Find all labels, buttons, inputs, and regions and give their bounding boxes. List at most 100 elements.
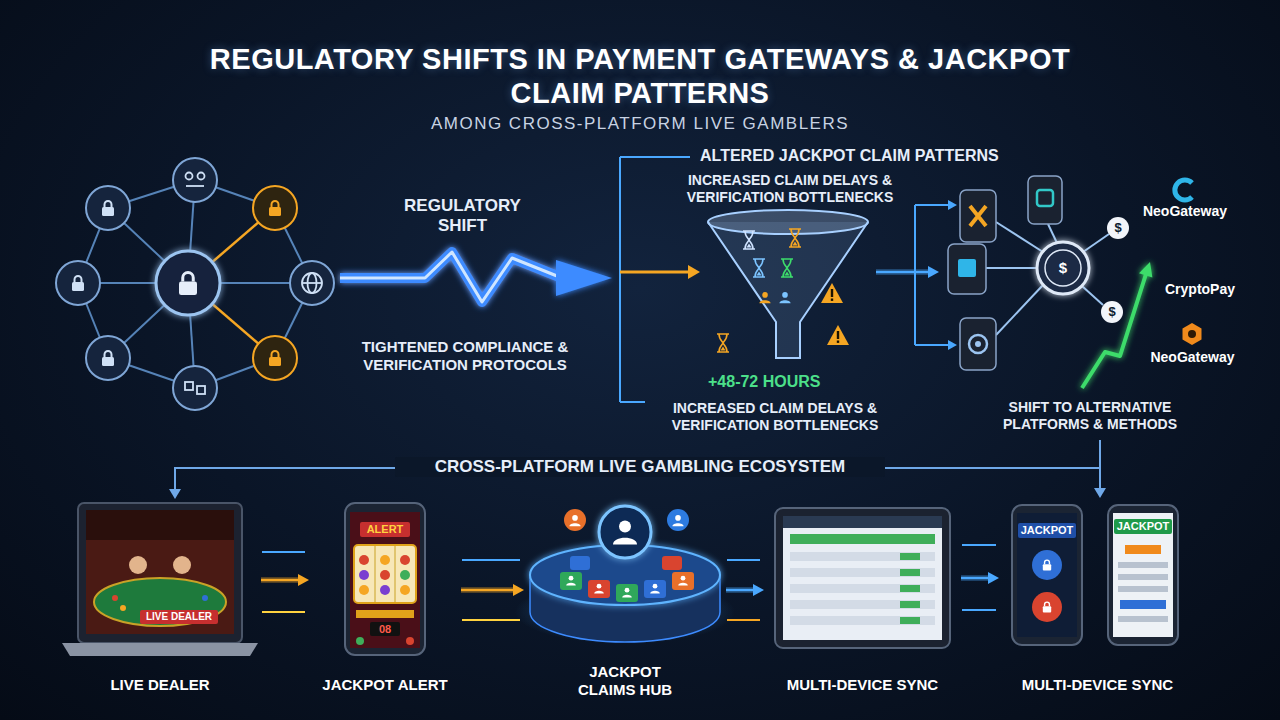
device-caption: MULTI-DEVICE SYNC bbox=[765, 676, 960, 694]
claims-hub-platform bbox=[672, 515, 683, 526]
claims-hub-platform bbox=[616, 584, 638, 602]
claims-hub-platform bbox=[570, 556, 590, 570]
lock-network bbox=[197, 386, 205, 394]
currency-symbol: $ bbox=[1055, 259, 1071, 277]
sync-phones bbox=[1012, 505, 1082, 645]
gateway-node: NeoGateway bbox=[1135, 172, 1235, 222]
gateway-phones bbox=[948, 244, 986, 294]
funnel bbox=[781, 259, 793, 277]
connector-arrow bbox=[961, 572, 999, 584]
funnel bbox=[717, 334, 729, 352]
gateway-phones bbox=[1083, 234, 1109, 252]
sync-phones bbox=[1120, 600, 1166, 609]
connector-glow bbox=[726, 587, 756, 593]
gateway-phones bbox=[1188, 330, 1196, 338]
gateway-node: CryptoPay bbox=[1160, 260, 1240, 300]
lock-network bbox=[56, 261, 100, 305]
claims-hub-platform bbox=[564, 509, 586, 531]
sync-phones bbox=[1125, 545, 1161, 554]
funnel bbox=[753, 259, 765, 277]
gateway-phones bbox=[996, 285, 1043, 335]
screen-badge: LIVE DEALER bbox=[140, 610, 218, 624]
claims-hub-platform bbox=[672, 572, 694, 590]
connector-line bbox=[961, 577, 991, 580]
device-caption: JACKPOT ALERT bbox=[310, 676, 460, 694]
regulatory-arrow bbox=[556, 260, 612, 296]
claims-hub-platform bbox=[678, 576, 688, 586]
sync-phones bbox=[1032, 592, 1062, 622]
bracket bbox=[620, 271, 690, 274]
tablet bbox=[783, 516, 942, 528]
tablet bbox=[775, 508, 950, 648]
screen-alert: ALERT bbox=[360, 522, 410, 537]
ecosystem-loop bbox=[169, 489, 181, 499]
connector-arrow bbox=[461, 584, 524, 596]
connector-line bbox=[261, 579, 301, 582]
section-heading: ALTERED JACKPOT CLAIM PATTERNS bbox=[700, 146, 1080, 165]
lock-network bbox=[269, 351, 281, 366]
lock-network bbox=[179, 273, 197, 296]
ecosystem-loop bbox=[169, 440, 1106, 499]
gap-lines bbox=[262, 551, 305, 553]
arrow-head bbox=[298, 574, 309, 586]
lock-network bbox=[186, 185, 204, 187]
sync-phones bbox=[1012, 505, 1178, 645]
funnel bbox=[789, 229, 801, 247]
gap-lines bbox=[262, 611, 305, 613]
laptop bbox=[86, 510, 234, 634]
lock-network bbox=[102, 351, 114, 366]
lock-network bbox=[186, 173, 193, 180]
lock-network bbox=[86, 186, 130, 230]
section-heading: CROSS-PLATFORM LIVE GAMBLING ECOSYSTEM bbox=[395, 457, 885, 477]
gateway-name: NeoGateway bbox=[1145, 349, 1240, 366]
currency-symbol: $ bbox=[1110, 220, 1126, 236]
device-node: ALERT08JACKPOT ALERT bbox=[310, 500, 460, 700]
slot-phone bbox=[356, 610, 414, 618]
screen-banner: JACKPOT bbox=[1018, 523, 1076, 538]
lock-network bbox=[156, 251, 220, 315]
connector-glow bbox=[461, 587, 516, 593]
slot-phone bbox=[395, 546, 396, 602]
regulatory-arrow bbox=[340, 252, 562, 302]
gateway-phones bbox=[1183, 323, 1202, 345]
bracket bbox=[619, 157, 621, 402]
funnel bbox=[708, 210, 868, 234]
device-node: LIVE DEALERLIVE DEALER bbox=[60, 500, 260, 700]
funnel bbox=[708, 210, 868, 358]
stage-label: TIGHTENED COMPLIANCE & VERIFICATION PROT… bbox=[340, 338, 590, 374]
connector-line bbox=[876, 271, 931, 274]
funnel bbox=[708, 222, 868, 358]
lock-network bbox=[302, 273, 322, 293]
gateway-phones bbox=[1082, 274, 1146, 388]
gateway-phones bbox=[996, 222, 1043, 252]
gateway-phones bbox=[1107, 217, 1129, 239]
sync-phones bbox=[1108, 505, 1178, 645]
gateway-phones bbox=[948, 340, 957, 350]
tablet bbox=[790, 534, 935, 544]
slot-phone bbox=[400, 570, 410, 580]
device-caption: MULTI-DEVICE SYNC bbox=[1000, 676, 1195, 694]
claims-hub-platform bbox=[560, 572, 582, 590]
bracket bbox=[620, 156, 690, 158]
ecosystem-loop bbox=[1094, 488, 1106, 498]
lock-network bbox=[198, 173, 205, 180]
slot-phone bbox=[359, 570, 369, 580]
arrow-head bbox=[928, 266, 939, 278]
connector-arrow bbox=[261, 574, 309, 586]
gateway-phones bbox=[1139, 262, 1152, 277]
tablet bbox=[790, 552, 935, 561]
sync-phones bbox=[1043, 560, 1051, 571]
slot-phone bbox=[359, 555, 369, 565]
claims-hub-platform bbox=[644, 580, 666, 598]
laptop bbox=[62, 503, 258, 656]
slot-phone bbox=[380, 555, 390, 565]
gap-lines bbox=[462, 559, 520, 561]
laptop bbox=[120, 605, 126, 611]
tablet bbox=[900, 601, 920, 608]
funnel bbox=[779, 292, 790, 303]
gap-lines bbox=[962, 544, 996, 546]
laptop bbox=[94, 578, 226, 626]
funnel bbox=[743, 231, 755, 249]
title: REGULATORY SHIFTS IN PAYMENT GATEWAYS & … bbox=[180, 42, 1100, 110]
phone-node: JACKPOT bbox=[1012, 505, 1082, 645]
